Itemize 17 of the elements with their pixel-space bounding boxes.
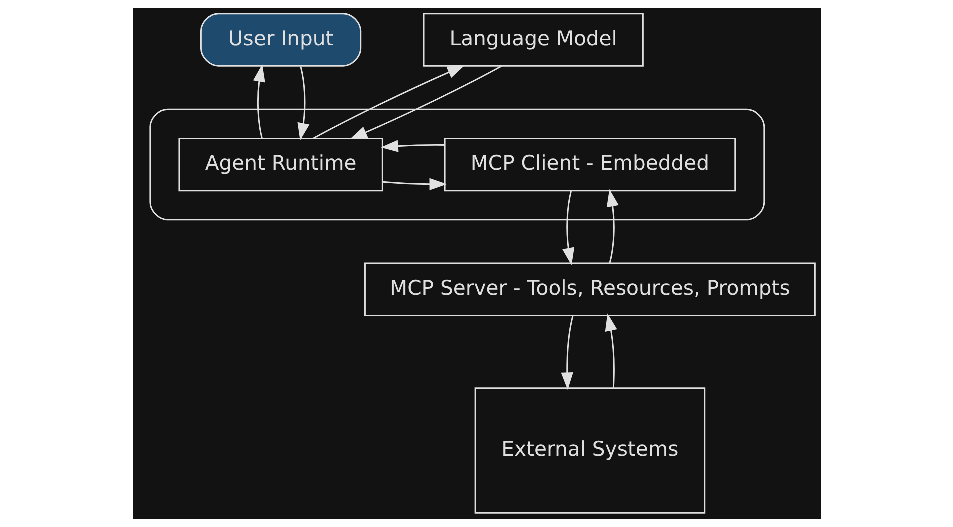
arrow [562,191,574,266]
arrow [606,189,618,264]
node-box: Language Model [422,13,644,67]
node-box: External Systems [474,388,706,514]
arrow [252,64,265,139]
node-box: MCP Client - Embedded [444,138,736,192]
arrow [380,140,444,152]
node-box: User Input [200,13,362,67]
arrow [349,66,502,140]
arrow [297,66,310,141]
node-box: MCP Server - Tools, Resources, Prompts [364,262,816,316]
arrow [604,314,617,388]
cluster [149,108,765,221]
arrow [312,66,465,140]
arrow [382,178,447,190]
node-box: Agent Runtime [178,138,383,192]
arrow [560,316,574,390]
